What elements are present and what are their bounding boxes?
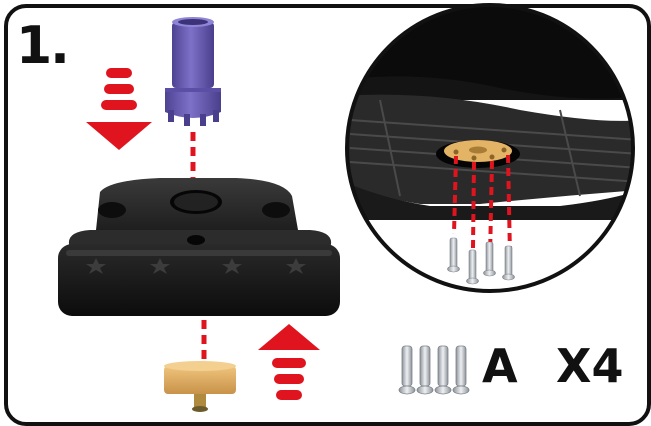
base-part — [58, 178, 340, 316]
part-letter: A — [482, 343, 518, 389]
part-quantity: X4 — [556, 343, 623, 389]
wheel-part — [164, 361, 236, 412]
detail-zoom-circle — [340, 0, 640, 291]
step-arrow-up-icon — [258, 324, 320, 400]
step-arrow-down-icon — [86, 68, 152, 150]
screw-icon — [399, 346, 469, 394]
tube-part — [165, 17, 221, 126]
